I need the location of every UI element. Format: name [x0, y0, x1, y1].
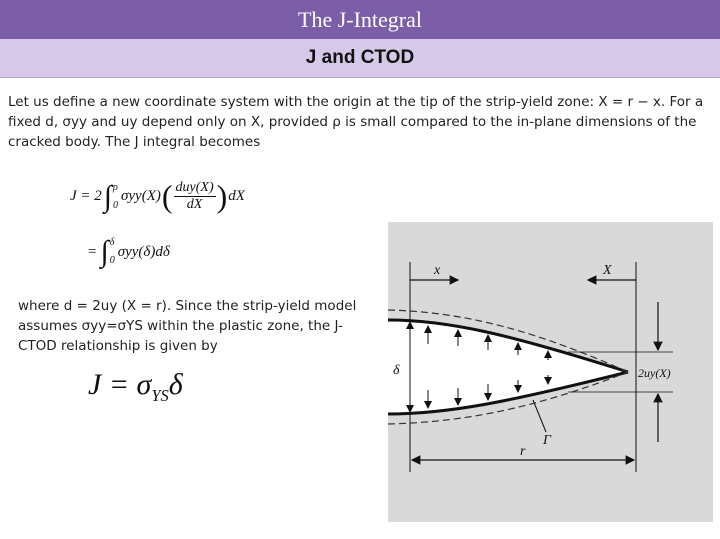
integral-sign: ∫ — [100, 235, 109, 268]
label-r: r — [520, 444, 526, 459]
result-lhs: J = σ — [88, 368, 152, 401]
closure-stress-arrows — [424, 325, 552, 409]
paren-open: ( — [161, 178, 173, 214]
result-tail: δ — [168, 368, 183, 401]
label-X: X — [602, 263, 612, 278]
equation-j-delta: = ∫ δ 0 σyy(δ)dδ — [88, 234, 170, 270]
integral-sign: ∫ — [103, 179, 112, 213]
result-subscript: YS — [151, 386, 169, 405]
equation-j-integral: J = 2 ∫ ρ 0 σyy(X) ( duy(X) dX ) dX — [70, 178, 245, 215]
eq2-integrand: σyy(δ)dδ — [117, 243, 170, 260]
j-ctod-equation: J = σYSδ — [88, 368, 183, 406]
label-gamma: Γ — [542, 433, 552, 448]
integral-limits: ρ 0 — [113, 179, 118, 215]
eq1-fraction: duy(X) dX — [173, 180, 216, 213]
eq1-lhs: J = 2 — [70, 188, 102, 204]
contour-gamma-lower — [388, 371, 629, 425]
eq1-lower-limit: 0 — [113, 199, 118, 211]
eq2-lhs: = — [88, 243, 97, 260]
slide-subtitle: J and CTOD — [0, 39, 720, 78]
eq2-lower-limit: 0 — [109, 255, 115, 266]
eq1-tail: dX — [228, 188, 245, 204]
crack-region — [388, 320, 628, 414]
label-2uy: 2uy(X) — [638, 366, 671, 380]
eq1-integrand: σyy(X) — [121, 188, 161, 204]
label-x: x — [433, 263, 441, 278]
intro-paragraph: Let us define a new coordinate system wi… — [8, 94, 704, 150]
slide-title-text: The J-Integral — [298, 6, 422, 32]
lower-crack-face — [388, 370, 629, 416]
slide-title: The J-Integral — [0, 0, 720, 39]
eq1-fraction-numerator: duy(X) — [173, 180, 216, 197]
eq1-fraction-denominator: dX — [186, 197, 203, 212]
upper-crack-face — [388, 318, 629, 374]
paren-close: ) — [216, 178, 228, 214]
strip-yield-diagram: x X δ 2uy(X) Γ r — [388, 222, 713, 522]
eq1-upper-limit: ρ — [113, 181, 118, 193]
contour-gamma-upper — [388, 309, 629, 373]
slide-subtitle-text: J and CTOD — [305, 47, 415, 68]
eq2-upper-limit: δ — [109, 237, 115, 248]
where-paragraph: where d = 2uy (X = r). Since the strip-y… — [18, 298, 357, 354]
integral-limits: δ 0 — [110, 234, 115, 270]
gamma-leader — [532, 399, 547, 433]
label-delta: δ — [393, 363, 400, 378]
